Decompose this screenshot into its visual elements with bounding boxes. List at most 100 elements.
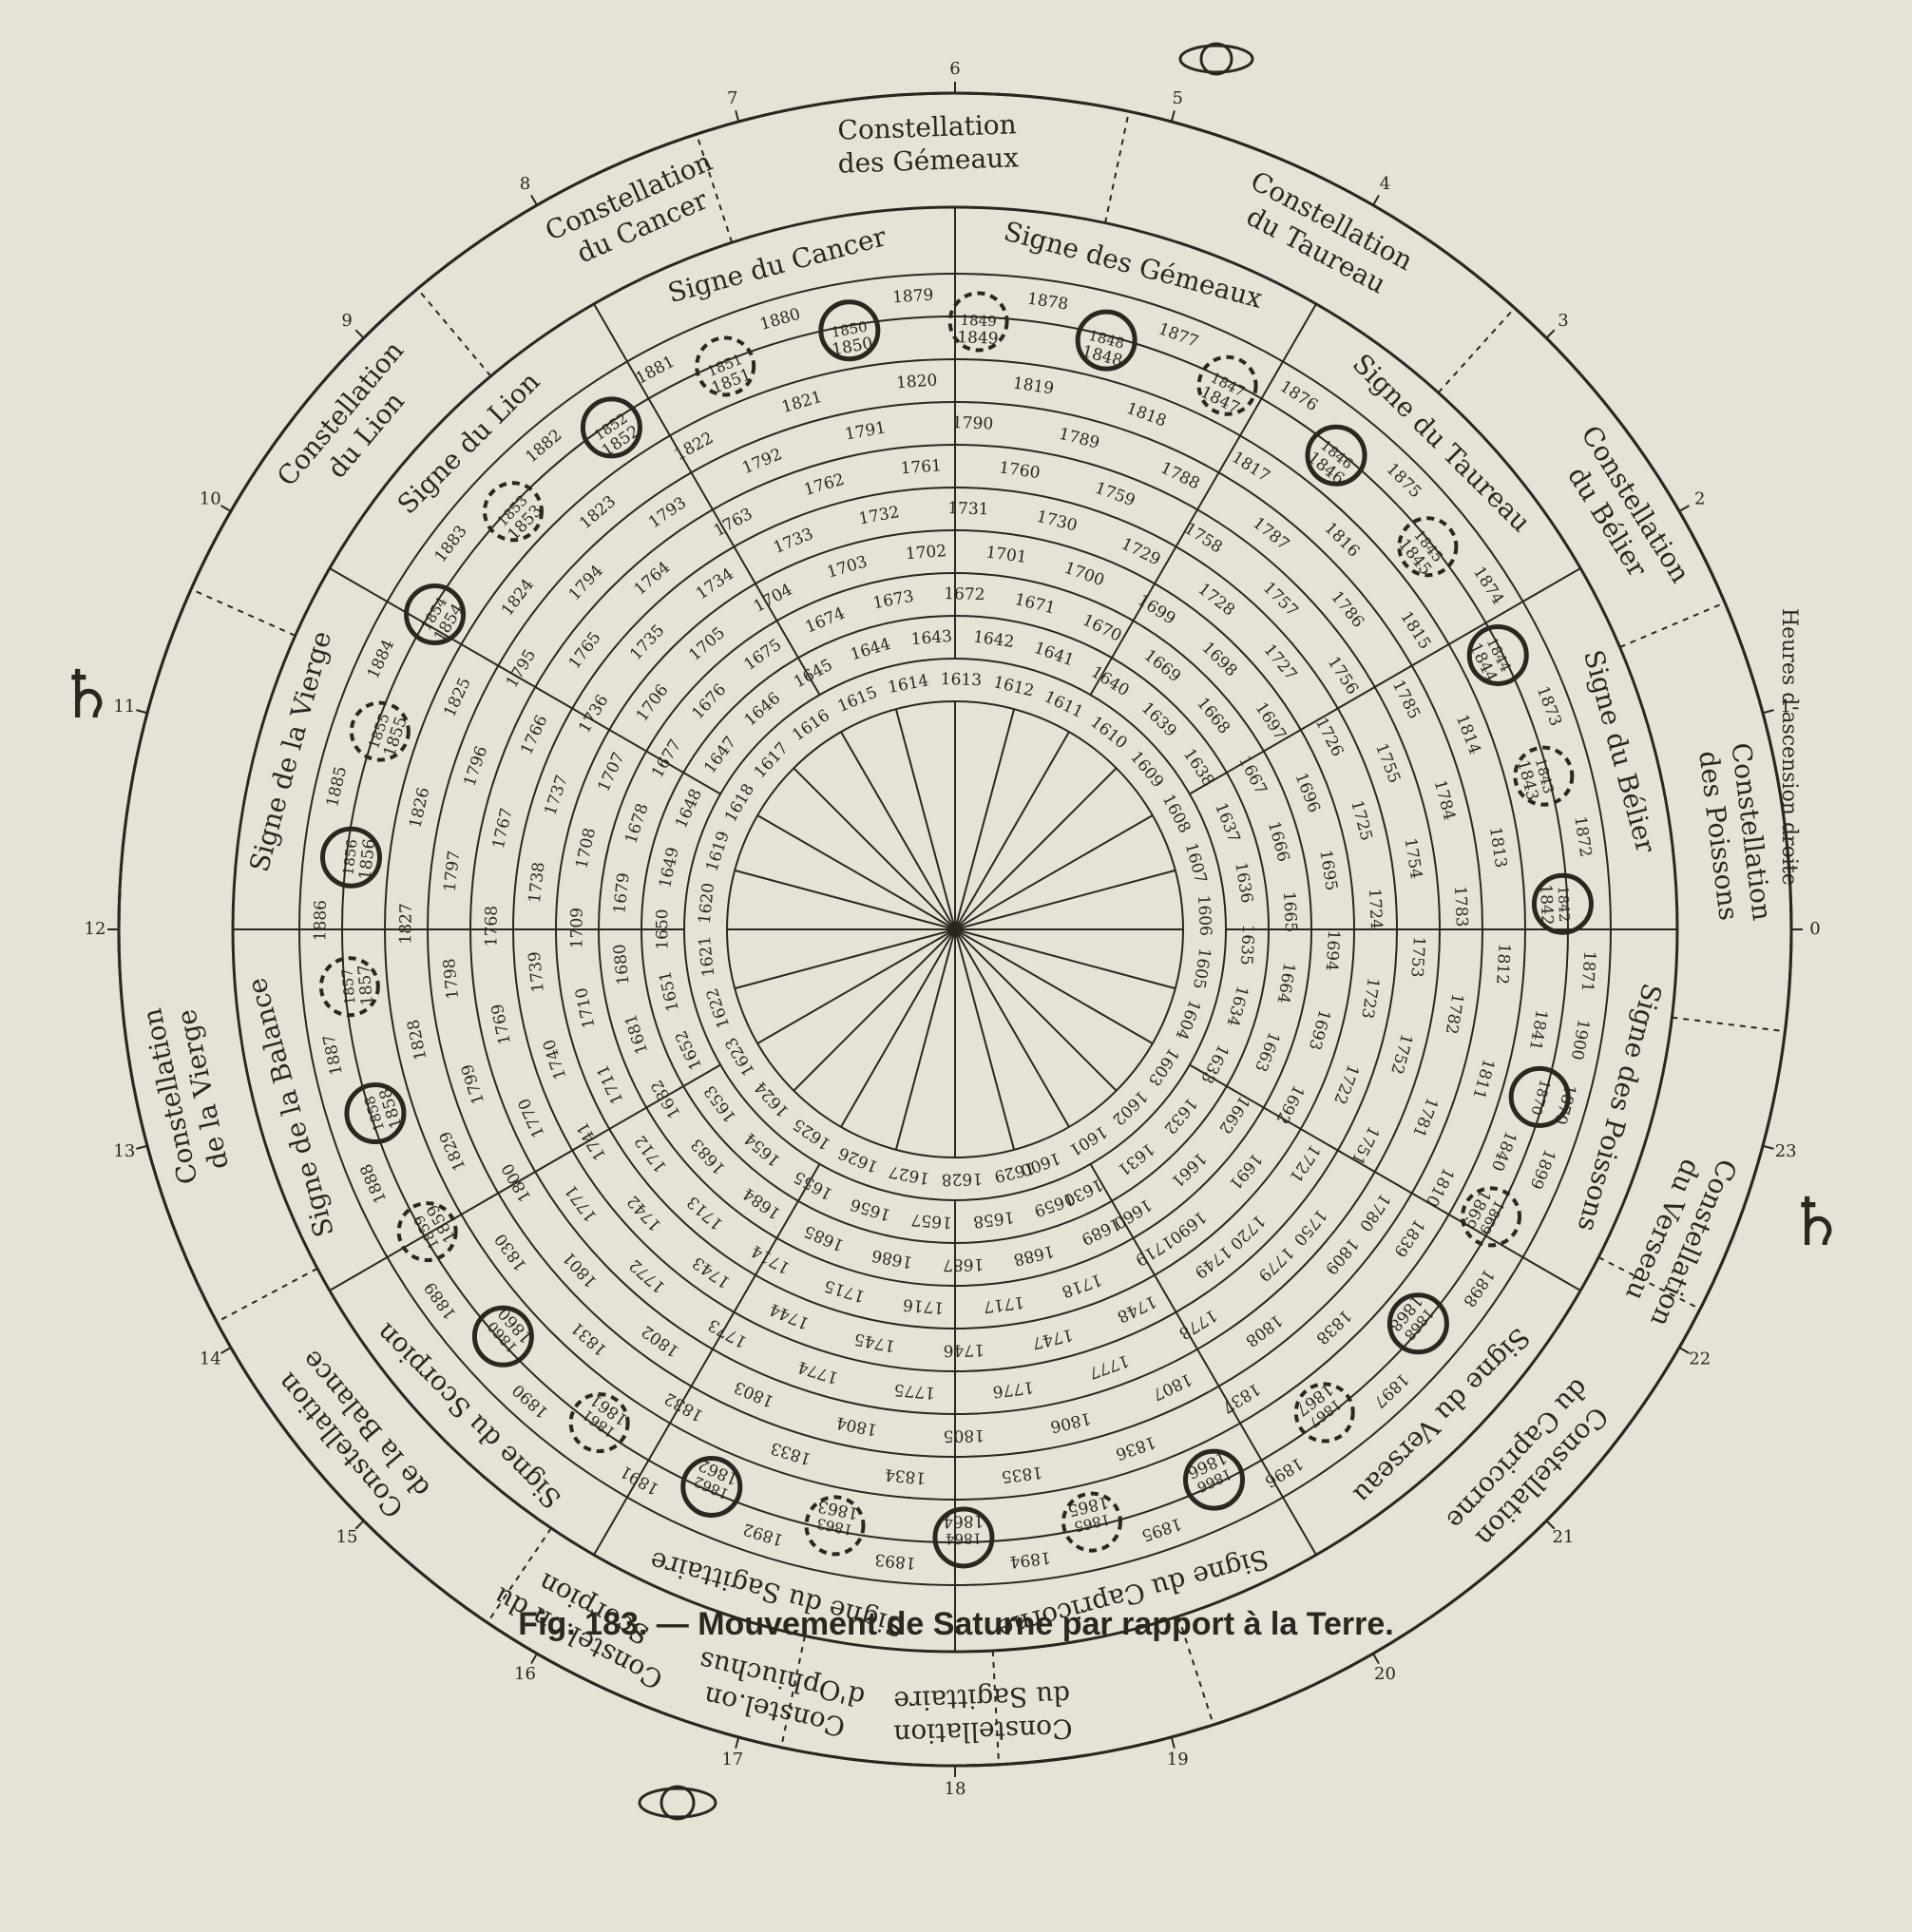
year-label: 1723 xyxy=(1357,976,1383,1020)
constellation-divider xyxy=(780,1636,806,1748)
year-label: 1604 xyxy=(1172,997,1204,1043)
hour-mark: 4 xyxy=(1380,174,1390,194)
year-label: 1766 xyxy=(517,713,551,758)
constellation-divider xyxy=(1437,307,1516,393)
year-label: 1821 xyxy=(779,388,824,417)
year-label: 1825 xyxy=(440,675,474,720)
year-label: 1634 xyxy=(1222,984,1252,1028)
year-label: 1828 xyxy=(404,1018,430,1062)
hour-mark: 11 xyxy=(113,697,135,717)
year-label: 1651 xyxy=(656,969,683,1014)
year-label: 1803 xyxy=(732,1377,777,1411)
year-label: 1622 xyxy=(703,985,735,1030)
year-label: 1829 xyxy=(436,1128,470,1174)
hour-mark: 14 xyxy=(200,1349,221,1369)
year-label: 1681 xyxy=(621,1011,653,1056)
year-label: 1712 xyxy=(631,1132,671,1176)
year-label: 1807 xyxy=(1150,1369,1195,1405)
year-label: 1695 xyxy=(1315,849,1341,892)
year-label: 1619 xyxy=(702,829,734,873)
year-label: 1761 xyxy=(900,456,943,478)
year-label: 1857 xyxy=(354,964,377,1006)
hour-mark: 16 xyxy=(514,1664,536,1684)
spoke-line xyxy=(734,869,1176,990)
year-label: 1770 xyxy=(515,1095,549,1140)
year-label: 1629 xyxy=(992,1157,1037,1186)
year-label: 1758 xyxy=(1181,519,1226,557)
constellation-label: Constellation xyxy=(837,108,1017,146)
year-label: 1783 xyxy=(1450,886,1471,928)
year-label: 1878 xyxy=(1026,290,1070,315)
hour-mark: 22 xyxy=(1689,1349,1711,1369)
year-label: 1658 xyxy=(972,1207,1016,1232)
year-label: 1805 xyxy=(943,1425,985,1445)
year-label: 1707 xyxy=(594,750,628,795)
year-label: 1628 xyxy=(941,1169,983,1189)
year-label: 1716 xyxy=(902,1294,945,1317)
constellation-divider xyxy=(487,1527,552,1624)
year-label: 1811 xyxy=(1468,1057,1498,1101)
hour-mark: 2 xyxy=(1694,489,1705,509)
year-label: 1692 xyxy=(1271,1081,1308,1127)
year-label: 1887 xyxy=(320,1033,347,1077)
hour-mark: 9 xyxy=(341,311,352,331)
year-label: 1792 xyxy=(739,445,785,478)
constellation-divider xyxy=(1597,1256,1701,1310)
year-label: 1780 xyxy=(1355,1190,1394,1234)
hour-tick xyxy=(220,505,232,512)
year-label: 1694 xyxy=(1322,929,1343,971)
year-label: 1688 xyxy=(1012,1241,1057,1270)
year-label: 1664 xyxy=(1273,961,1299,1004)
year-label: 1826 xyxy=(406,786,433,831)
year-label: 1675 xyxy=(740,636,785,675)
constellation-divider xyxy=(1104,111,1130,223)
year-label: 1667 xyxy=(1234,753,1271,798)
year-label: 1885 xyxy=(323,765,351,810)
year-label: 1673 xyxy=(871,587,915,614)
year-label: 1886 xyxy=(311,900,331,942)
hour-tick xyxy=(354,1520,365,1530)
year-label: 1625 xyxy=(790,1114,834,1153)
saturn-icon xyxy=(638,1785,717,1821)
figure-caption: Fig. 183. — Mouvement de Saturne par rap… xyxy=(518,1606,1394,1642)
year-label: 1626 xyxy=(835,1142,881,1176)
year-label: 1759 xyxy=(1093,479,1138,511)
year-label: 1889 xyxy=(421,1278,461,1323)
year-label: 1701 xyxy=(985,543,1028,567)
year-label: 1719 xyxy=(1132,1232,1176,1270)
hour-tick xyxy=(735,1736,740,1749)
year-label: 1881 xyxy=(633,353,679,389)
year-label: 1697 xyxy=(1252,699,1291,744)
year-label: 1657 xyxy=(910,1210,953,1232)
hour-mark: 15 xyxy=(336,1527,358,1547)
year-label: 1864 xyxy=(943,1511,985,1531)
year-label: 1898 xyxy=(1459,1266,1498,1310)
retrograde-loop xyxy=(1531,872,1594,935)
hour-tick xyxy=(530,1653,538,1664)
constellation-label: des Gémeaux xyxy=(837,142,1020,180)
constellation-divider xyxy=(216,1267,318,1324)
sign-divider xyxy=(593,303,821,696)
year-label: 1603 xyxy=(1144,1044,1183,1089)
year-label: 1842 xyxy=(1536,884,1557,926)
loop-year-label: 1849 xyxy=(960,312,997,330)
year-label: 1804 xyxy=(834,1412,878,1439)
year-label: 1665 xyxy=(1279,890,1300,932)
constellation-divider xyxy=(1672,1016,1786,1033)
year-label: 1633 xyxy=(1196,1042,1233,1087)
year-label: 1798 xyxy=(440,957,463,1000)
year-label: 1738 xyxy=(526,861,549,904)
year-label: 1637 xyxy=(1211,800,1243,846)
hour-tick xyxy=(220,1347,232,1354)
hour-tick xyxy=(1678,505,1690,512)
retrograde-loop xyxy=(1461,1186,1522,1248)
year-label: 1800 xyxy=(498,1160,535,1205)
year-label: 1687 xyxy=(943,1254,985,1274)
year-label: 1762 xyxy=(802,470,847,500)
constellation-divider xyxy=(991,1650,1001,1765)
year-label: 1774 xyxy=(795,1357,840,1387)
year-label: 1722 xyxy=(1329,1062,1363,1107)
hour-mark: 5 xyxy=(1173,88,1183,108)
year-label: 1641 xyxy=(1031,639,1076,670)
